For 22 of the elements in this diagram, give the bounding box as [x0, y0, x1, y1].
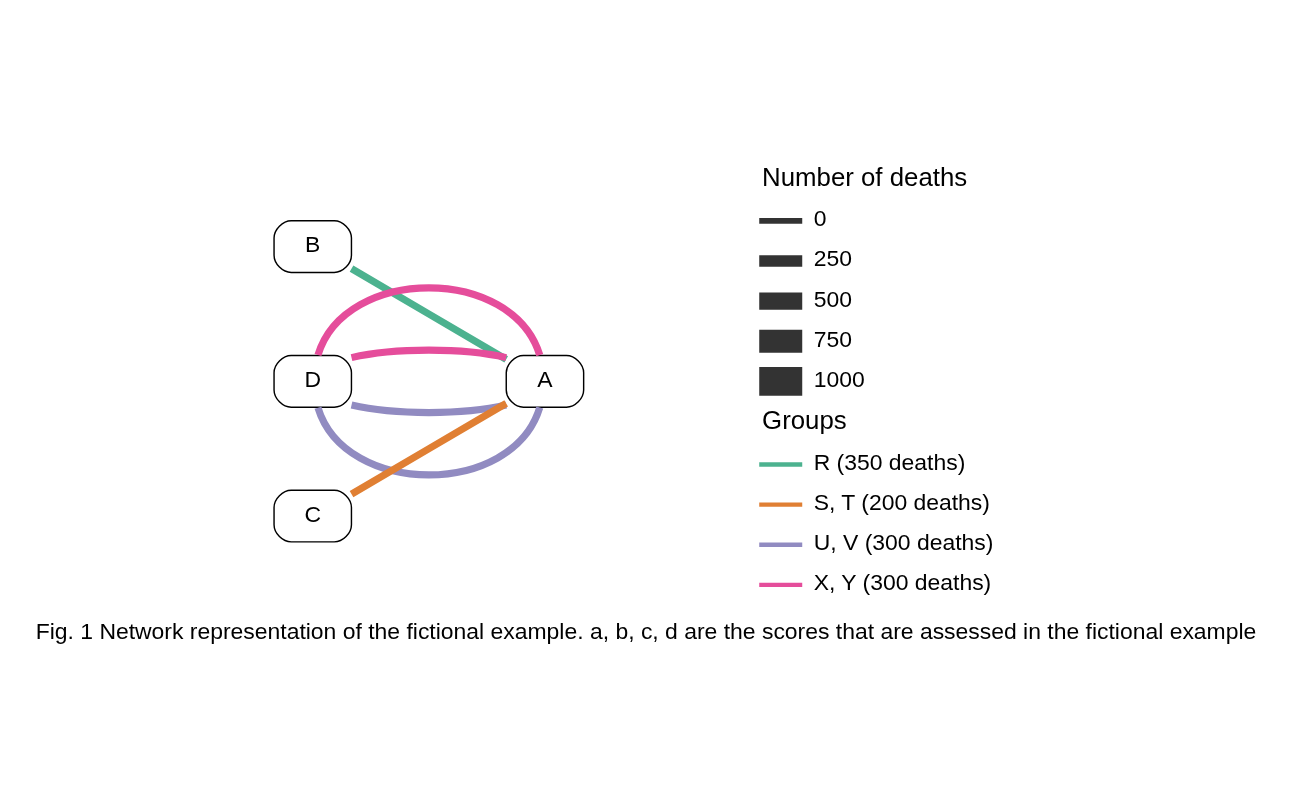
connector [314, 405, 543, 478]
legend-label: 250 [813, 244, 852, 271]
legend-label: X, Y (300 deaths) [813, 568, 992, 595]
node-box: B [273, 219, 353, 273]
connector [314, 283, 543, 357]
node-box: A [505, 354, 585, 408]
legend-label: 750 [813, 325, 852, 352]
connector [349, 399, 508, 497]
legend-label: 0 [813, 204, 827, 231]
legend-label: 1000 [813, 365, 865, 392]
legend-label: R (350 deaths) [813, 448, 966, 475]
legend-label: U, V (300 deaths) [813, 528, 994, 555]
label: Number of deaths [762, 162, 968, 191]
connector [349, 265, 508, 362]
connector [350, 346, 507, 361]
legend-label: S, T (200 deaths) [813, 488, 990, 515]
connector [350, 401, 507, 416]
legend-label: 500 [813, 285, 852, 312]
node-box: D [273, 354, 353, 408]
label: Groups [762, 405, 847, 434]
node-box: C [273, 489, 353, 543]
caption: Fig. 1 Network representation of the fictional example. a, b, c, d are the scores that are assessed in the fictional example [35, 617, 1257, 644]
